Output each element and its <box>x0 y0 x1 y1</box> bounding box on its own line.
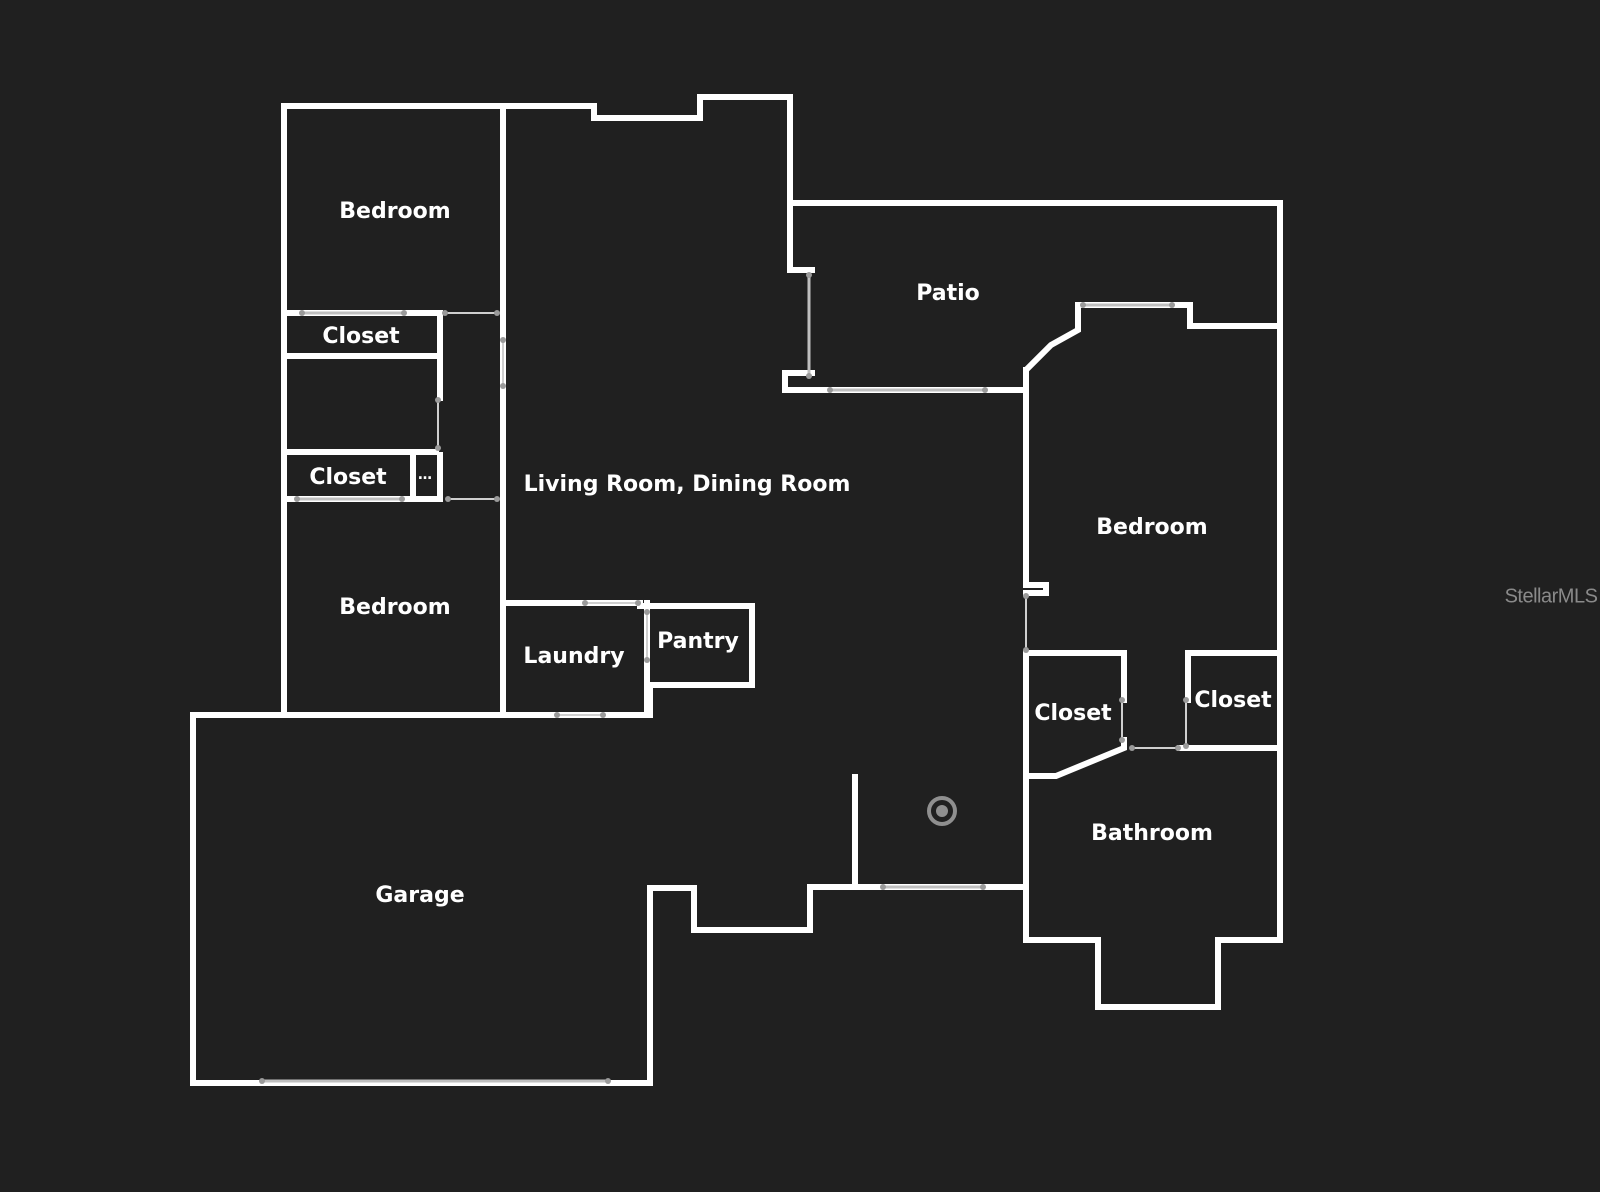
label-laundry: Laundry <box>523 644 624 669</box>
room-labels: Bedroom Closet Closet … Bedroom Living R… <box>309 199 1272 908</box>
label-garage: Garage <box>375 883 464 908</box>
label-bedroom-top-left: Bedroom <box>339 199 450 224</box>
label-closet-upper: Closet <box>322 324 400 349</box>
watermark-text: StellarMLS <box>1505 585 1598 607</box>
label-patio: Patio <box>916 281 980 306</box>
interior-walls <box>190 103 1283 890</box>
label-living-dining: Living Room, Dining Room <box>524 472 851 497</box>
label-pantry: Pantry <box>657 629 739 654</box>
label-closet-right-a: Closet <box>1034 701 1112 726</box>
label-bedroom-right: Bedroom <box>1096 515 1207 540</box>
doors-and-openings <box>259 272 1189 1084</box>
viewpoint-target-icon[interactable] <box>927 796 957 826</box>
label-closet-lower: Closet <box>309 465 387 490</box>
label-closet-right-b: Closet <box>1194 688 1272 713</box>
label-bedroom-mid-left: Bedroom <box>339 595 450 620</box>
exterior-walls <box>190 94 1283 1086</box>
label-closet-lower-ellipsis: … <box>418 467 432 483</box>
label-bathroom: Bathroom <box>1091 821 1213 846</box>
